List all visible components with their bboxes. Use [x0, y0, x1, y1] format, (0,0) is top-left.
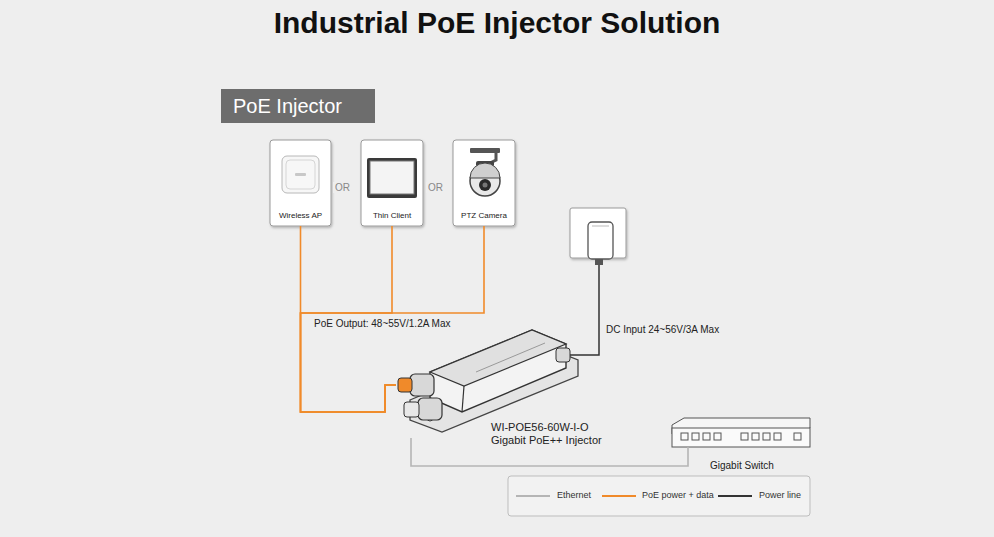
legend-label: Ethernet	[555, 490, 593, 500]
legend-frame	[508, 476, 810, 516]
node-label: PoE Injector	[233, 95, 342, 118]
node-label: Gigabit Switch	[710, 460, 774, 471]
input-spec: DC Input 24~56V/3A Max	[604, 324, 721, 335]
monitor-icon	[367, 158, 417, 198]
card-frame	[270, 140, 331, 226]
node-label: Wireless AP	[270, 211, 331, 220]
output-spec: PoE Output: 48~55V/1.2A Max	[312, 318, 452, 329]
legend-label: Power line	[757, 490, 803, 500]
node-label: Thin Client	[361, 211, 423, 220]
legend-sample	[516, 495, 550, 497]
or-label: OR	[426, 182, 445, 193]
device-card: PTZ Camera	[453, 140, 515, 226]
card-frame	[453, 140, 515, 226]
switch-node: Gigabit Switch	[672, 418, 810, 447]
ptz-camera-icon	[470, 148, 500, 196]
node-label: WI-POE56-60W-I-O Gigabit PoE++ Injector	[491, 421, 625, 447]
switch-device	[672, 418, 810, 447]
card-frame	[361, 140, 423, 226]
legend-sample	[602, 495, 636, 497]
injector-device	[398, 330, 578, 432]
node-label: PTZ Camera	[453, 211, 515, 220]
legend-label: PoE power + data	[640, 490, 716, 500]
injector-node: WI-POE56-60W-I-O Gigabit PoE++ Injector	[396, 335, 578, 438]
diagram-title: Industrial PoE Injector Solution	[0, 6, 994, 40]
device-card: Thin Client	[361, 140, 423, 226]
access-point-icon	[282, 156, 319, 193]
power-line	[566, 265, 599, 355]
section-badge: PoE Injector	[221, 89, 375, 123]
legend-sample	[718, 495, 752, 497]
or-label: OR	[333, 182, 352, 193]
poe-cable	[301, 226, 485, 412]
device-card: Wireless AP	[270, 140, 331, 226]
power-adapter	[570, 208, 626, 265]
